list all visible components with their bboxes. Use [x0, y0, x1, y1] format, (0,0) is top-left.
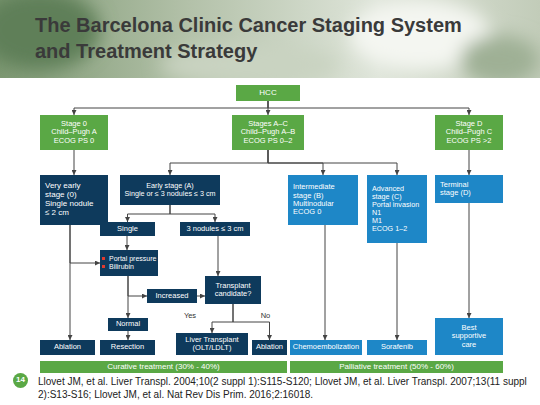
flow-arrow: [268, 150, 397, 175]
flow-box: Intermediate stage (B)MultinodularECOG 0: [288, 175, 358, 225]
flow-arrow: [70, 225, 71, 340]
box-text: Early stage (A): [123, 182, 217, 190]
flow-box: Very early stage (0)Single nodule ≤ 2 cm: [40, 175, 108, 225]
flow-arrow: [218, 236, 219, 276]
flow-box: Stage DChild–Pugh CECOG PS >2: [435, 115, 503, 150]
box-text: Best supportive care: [445, 324, 493, 349]
flow-box: Stages A–CChild–Pugh A–BECOG PS 0–2: [232, 115, 304, 150]
flow-box: Portal pressureBilirubin: [100, 250, 158, 276]
flow-box: HCC: [236, 85, 300, 101]
box-text: Stage D: [437, 120, 501, 128]
slide-title: The Barcelona Clinic Cancer Staging Syst…: [35, 12, 480, 64]
flow-arrow: [212, 304, 233, 333]
box-text: Single nodule ≤ 2 cm: [45, 200, 99, 218]
box-text: Palliative treatment (50% - 60%): [292, 363, 501, 372]
box-text: Ablation: [42, 343, 93, 351]
box-text: N1: [372, 209, 422, 217]
flow-arrow: [325, 225, 326, 340]
bullet-square: [102, 257, 105, 260]
box-text: ECOG 1–2: [372, 225, 422, 233]
box-text: Portal pressure: [109, 255, 157, 263]
flow-arrow: [74, 150, 75, 175]
box-text: Child–Pugh A: [42, 128, 106, 136]
box-text: ECOG PS 0: [42, 137, 106, 145]
box-text: HCC: [238, 89, 298, 98]
box-text: Very early stage (0): [45, 182, 99, 200]
badge-circle: [13, 373, 28, 388]
flow-arrow: [170, 150, 268, 175]
photo-blur: [460, 35, 540, 78]
flow-box: Ablation: [252, 340, 287, 355]
box-text: Terminal stage (D): [440, 181, 487, 198]
flow-arrow: [469, 203, 470, 318]
box-text: Resection: [102, 343, 153, 351]
page-number-badge: 14: [13, 373, 28, 388]
flow-box: Transplant candidate?: [205, 276, 261, 304]
flow-box: Advanced stage (C)Portal invasionN1M1ECO…: [367, 175, 427, 243]
flow-box: Palliative treatment (50% - 60%): [290, 361, 503, 373]
box-text: Child–Pugh C: [437, 128, 501, 136]
box-text: ECOG PS 0–2: [234, 137, 302, 145]
box-text: Stages A–C: [234, 120, 302, 128]
box-text: Stage 0: [42, 120, 106, 128]
flow-box: Normal: [108, 318, 148, 331]
box-text: 14: [13, 376, 28, 385]
flow-box: Chemoembolization: [290, 340, 362, 355]
flow-arrow: [70, 225, 100, 263]
flow-box: 3 nodules ≤ 3 cm: [180, 222, 250, 236]
flow-box: Terminal stage (D): [435, 175, 503, 203]
box-text: Sorafenib: [369, 343, 425, 351]
flow-box: Stage 0Child–Pugh AECOG PS 0: [40, 115, 108, 150]
flow-box: Best supportive care: [435, 318, 503, 355]
box-text: 3 nodules ≤ 3 cm: [182, 225, 248, 233]
box-text: Increased: [149, 292, 195, 300]
flow-arrow: [74, 101, 268, 115]
flow-arrow: [268, 150, 323, 175]
box-text: Liver Transplant (OLT/LDLT): [178, 336, 246, 353]
flow-arrow: [128, 331, 129, 340]
flow-arrow: [469, 150, 470, 175]
box-text: Single or ≤ 3 nodules ≤ 3 cm: [123, 190, 217, 198]
flow-arrow: [128, 276, 129, 318]
flow-box: Liver Transplant (OLT/LDLT): [176, 333, 248, 355]
box-text: Bilirubin: [109, 263, 157, 271]
flow-box: Ablation: [40, 340, 95, 355]
flow-arrow: [268, 101, 469, 115]
flow-arrow: [170, 205, 215, 222]
branch-label: Yes: [175, 311, 205, 320]
box-text: Multinodular: [293, 200, 353, 208]
box-text: Curative treatment (30% - 40%): [42, 363, 285, 372]
flow-arrow: [128, 205, 171, 222]
flow-arrow: [268, 101, 269, 115]
box-text: Intermediate stage (B): [293, 183, 353, 200]
flow-arrow: [127, 236, 128, 250]
flow-arrow: [397, 243, 398, 340]
flow-box: Sorafenib: [367, 340, 427, 355]
box-text: Normal: [110, 320, 146, 328]
branch-label: No: [251, 311, 281, 320]
flow-box: Early stage (A)Single or ≤ 3 nodules ≤ 3…: [120, 175, 220, 205]
flow-box: Single: [100, 222, 155, 236]
box-text: Single: [102, 225, 153, 233]
flow-arrow: [233, 304, 270, 340]
box-text: Chemoembolization: [292, 343, 360, 351]
box-text: Transplant candidate?: [207, 282, 259, 299]
box-text: ECOG PS >2: [437, 137, 501, 145]
box-text: Ablation: [254, 343, 285, 351]
flow-box: Increased: [147, 289, 197, 303]
flow-arrow: [197, 296, 205, 297]
flow-arrow: [128, 276, 147, 296]
bullet-square: [102, 265, 105, 268]
box-text: Advanced stage (C): [372, 185, 422, 201]
box-text: Child–Pugh A–B: [234, 128, 302, 136]
citation-text: Llovet JM, et al. Liver Transpl. 2004;10…: [38, 375, 538, 401]
box-text: Portal invasion: [372, 201, 422, 209]
flow-box: Resection: [100, 340, 155, 355]
flow-box: Curative treatment (30% - 40%): [40, 361, 287, 373]
box-text: M1: [372, 217, 422, 225]
box-text: ECOG 0: [293, 208, 353, 216]
